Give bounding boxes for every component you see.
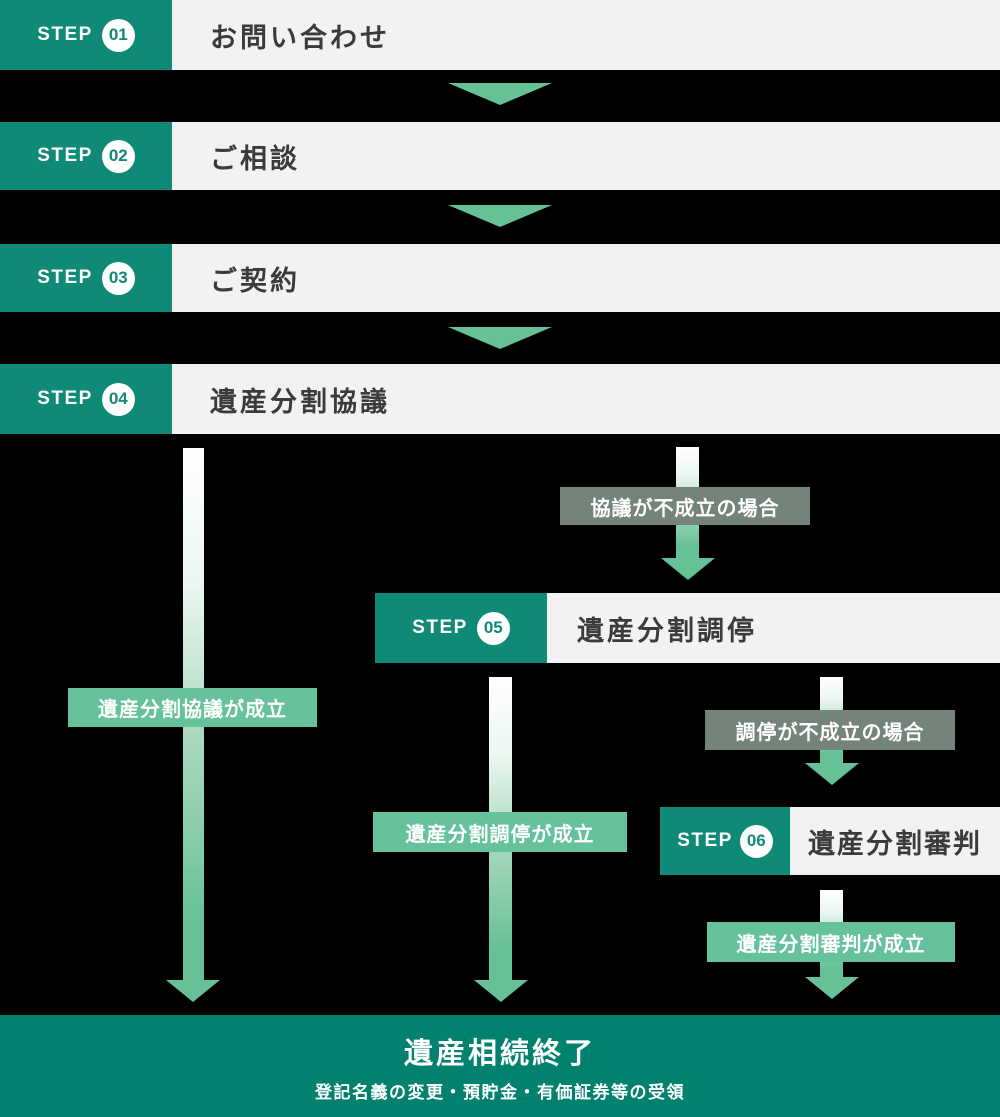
step-prefix: STEP [37,24,93,45]
down-triangle-icon [448,205,552,227]
step-badge-02: STEP 02 [0,122,172,190]
step-badge-04: STEP 04 [0,364,172,434]
step-badge-05: STEP 05 [375,593,547,663]
arrow-down-head-icon [474,980,528,1002]
branch-label-discussion-success: 遺産分割協議が成立 [68,688,317,727]
down-triangle-icon [448,327,552,349]
footer-subtitle: 登記名義の変更・預貯金・有価証券等の受領 [315,1082,685,1102]
arrow-down-head-icon [805,977,859,999]
step-number-circle: 04 [101,382,135,416]
arrow-down-head-icon [661,558,715,580]
branch-label-mediation-success: 遺産分割調停が成立 [373,812,627,852]
step-label: お問い合わせ [172,0,1000,70]
step-label: 遺産分割協議 [172,364,1000,434]
step-label: ご相談 [172,122,1000,190]
branch-label-discussion-fail: 協議が不成立の場合 [560,487,810,525]
step-row-01: STEP 01 お問い合わせ [0,0,1000,70]
step-number-circle: 02 [101,139,135,173]
step-row-04: STEP 04 遺産分割協議 [0,364,1000,434]
step-badge-03: STEP 03 [0,244,172,312]
arrow-down-head-icon [166,980,220,1002]
step-prefix: STEP [412,617,468,638]
step-prefix: STEP [37,267,93,288]
step-number-circle: 05 [476,611,510,645]
step-row-05: STEP 05 遺産分割調停 [375,593,1000,663]
step-badge-06: STEP 06 [660,807,790,875]
down-triangle-icon [448,83,552,105]
step-label: 遺産分割審判 [790,807,1000,875]
arrow-down-head-icon [805,763,859,785]
branch-label-judgment-success: 遺産分割審判が成立 [707,922,955,962]
branch-label-mediation-fail: 調停が不成立の場合 [705,710,955,750]
step-prefix: STEP [37,145,93,166]
step-number-circle: 03 [101,261,135,295]
step-row-06: STEP 06 遺産分割審判 [660,807,1000,875]
footer-title: 遺産相続終了 [403,1037,596,1070]
step-label: ご契約 [172,244,1000,312]
step-row-03: STEP 03 ご契約 [0,244,1000,312]
step-row-02: STEP 02 ご相談 [0,122,1000,190]
footer-banner: 遺産相続終了 登記名義の変更・預貯金・有価証券等の受領 [0,1015,1000,1117]
step-number-circle: 06 [739,824,773,858]
step-label: 遺産分割調停 [547,593,1000,663]
step-prefix: STEP [37,388,93,409]
step-prefix: STEP [677,830,733,851]
step-number-circle: 01 [101,18,135,52]
step-badge-01: STEP 01 [0,0,172,70]
